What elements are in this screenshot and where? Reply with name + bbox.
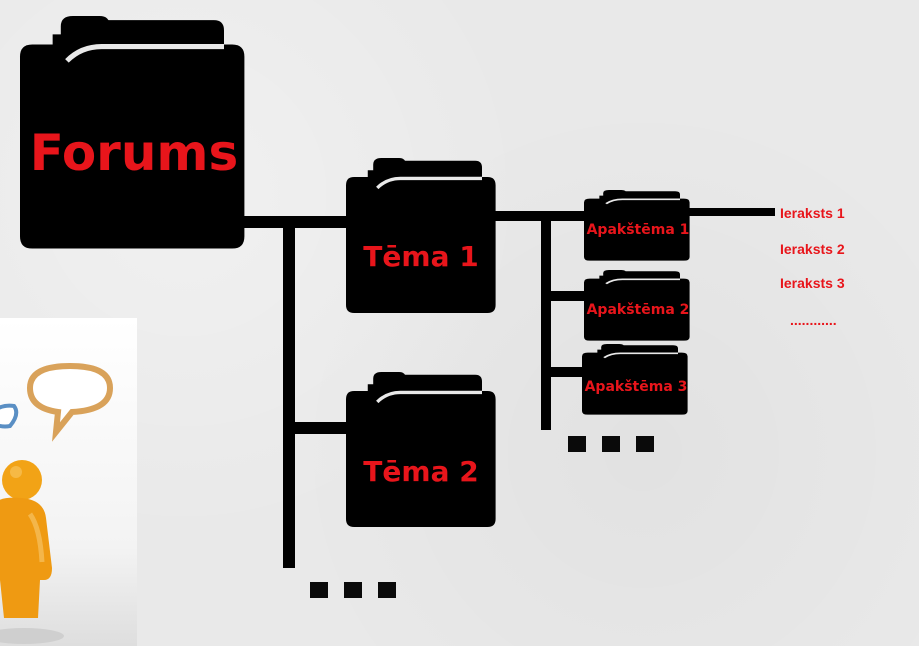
subtopic-3-label: Apakštēma 3 bbox=[585, 379, 688, 395]
entry-2-label: Ieraksts 2 bbox=[780, 241, 845, 257]
topic-2-label: Tēma 2 bbox=[363, 455, 478, 488]
discussion-clipart bbox=[0, 318, 137, 646]
topic-more-dots bbox=[310, 582, 396, 598]
topic-1-folder-icon: Tēma 1 bbox=[346, 158, 496, 313]
subtopic-more-dots bbox=[568, 436, 654, 452]
forums-folder-icon: Forums bbox=[20, 16, 244, 249]
subtopic-1-folder-icon: Apakštēma 1 bbox=[584, 190, 690, 261]
forums-label: Forums bbox=[30, 124, 239, 182]
entry-more-label: ............ bbox=[790, 312, 837, 328]
entry-3-label: Ieraksts 3 bbox=[780, 275, 845, 291]
subtopic-2-folder-icon: Apakštēma 2 bbox=[584, 270, 690, 341]
connector-lines bbox=[240, 212, 775, 568]
subtopic-2-label: Apakštēma 2 bbox=[587, 302, 690, 318]
entry-1-label: Ieraksts 1 bbox=[780, 205, 845, 221]
subtopic-1-label: Apakštēma 1 bbox=[587, 222, 690, 238]
topic-1-label: Tēma 1 bbox=[363, 240, 478, 273]
topic-2-folder-icon: Tēma 2 bbox=[346, 372, 496, 527]
person-speech-bubble-icon bbox=[0, 318, 137, 646]
subtopic-3-folder-icon: Apakštēma 3 bbox=[582, 344, 688, 415]
